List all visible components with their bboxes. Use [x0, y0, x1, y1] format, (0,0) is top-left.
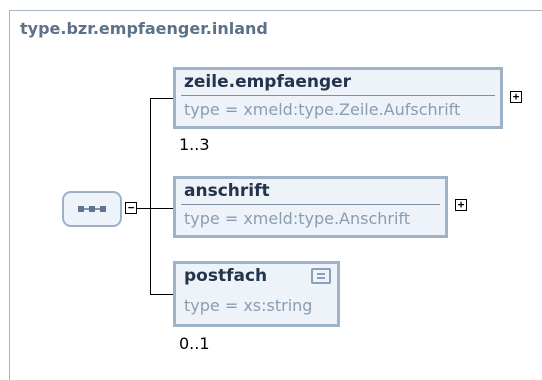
expand-toggle[interactable]: +: [455, 199, 467, 211]
connector-line: [137, 208, 151, 209]
connector-trunk: [150, 98, 151, 294]
connector-branch: [150, 208, 173, 209]
element-type: type = xmeld:type.Zeile.Aufschrift: [184, 100, 461, 119]
element-zeile-empfaenger[interactable]: zeile.empfaenger type = xmeld:type.Zeile…: [173, 67, 503, 129]
diagram-frame: [9, 10, 542, 380]
name-divider: [181, 95, 495, 96]
diagram-title: type.bzr.empfaenger.inland: [20, 19, 268, 38]
expand-toggle[interactable]: +: [510, 91, 522, 103]
connector-branch: [150, 98, 173, 99]
element-name: postfach: [184, 266, 268, 286]
connector-branch: [150, 294, 173, 295]
cardinality-label: 1..3: [179, 135, 210, 154]
name-divider: [181, 204, 440, 205]
sequence-compositor[interactable]: [62, 191, 122, 227]
element-name: anschrift: [184, 181, 270, 201]
element-postfach[interactable]: postfach type = xs:string: [173, 261, 340, 327]
documentation-icon: [311, 268, 331, 284]
element-type: type = xmeld:type.Anschrift: [184, 209, 411, 228]
element-anschrift[interactable]: anschrift type = xmeld:type.Anschrift: [173, 176, 448, 238]
element-type: type = xs:string: [184, 296, 313, 315]
cardinality-label: 0..1: [179, 334, 210, 353]
sequence-compositor-icon: [78, 206, 106, 212]
collapse-toggle[interactable]: −: [125, 202, 137, 214]
element-name: zeile.empfaenger: [184, 72, 352, 92]
